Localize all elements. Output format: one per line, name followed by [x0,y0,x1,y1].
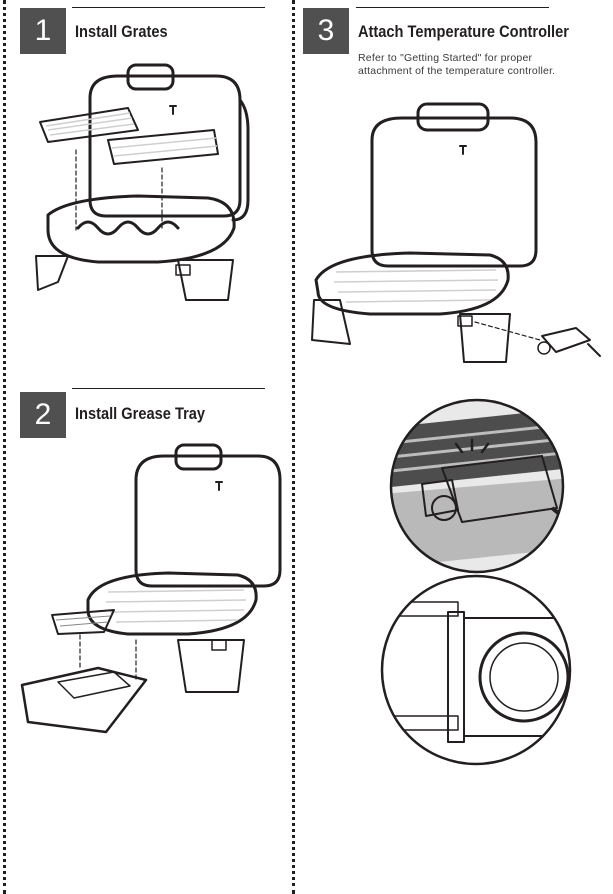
step-3-rule [356,7,549,8]
grill-lid [88,74,242,218]
step-3-note: Refer to "Getting Started" for proper at… [358,52,556,77]
grill-legs [35,255,234,301]
controller-detail-closeup [389,398,565,574]
grill-grate [86,571,258,636]
step-1-badge: 1 [20,8,66,54]
step-2-title: Install Grease Tray [75,404,206,423]
socket-detail-closeup [380,574,572,766]
left-grate [39,107,139,143]
step-3-title: Attach Temperature Controller [358,22,569,41]
step-2-rule [72,388,265,389]
attach-controller-illustration [311,102,601,363]
heating-element [76,220,180,236]
right-grate [107,129,219,165]
step-3-badge: 3 [303,8,349,54]
install-grease-tray-illustration [20,443,282,734]
center-dotted-divider [292,0,295,894]
grease-tray [20,666,148,734]
left-dotted-border [3,0,6,894]
grill-lid [370,116,538,268]
step-2-badge: 2 [20,392,66,438]
temperature-controller [541,327,591,353]
grease-cup [51,609,115,635]
drip-pan [46,194,236,264]
grill-grate [314,251,510,316]
install-grates-illustration [35,63,250,301]
grill-legs [311,299,511,363]
grill-lid [134,454,282,588]
step-1-title: Install Grates [75,22,168,41]
step-1-rule [72,7,265,8]
